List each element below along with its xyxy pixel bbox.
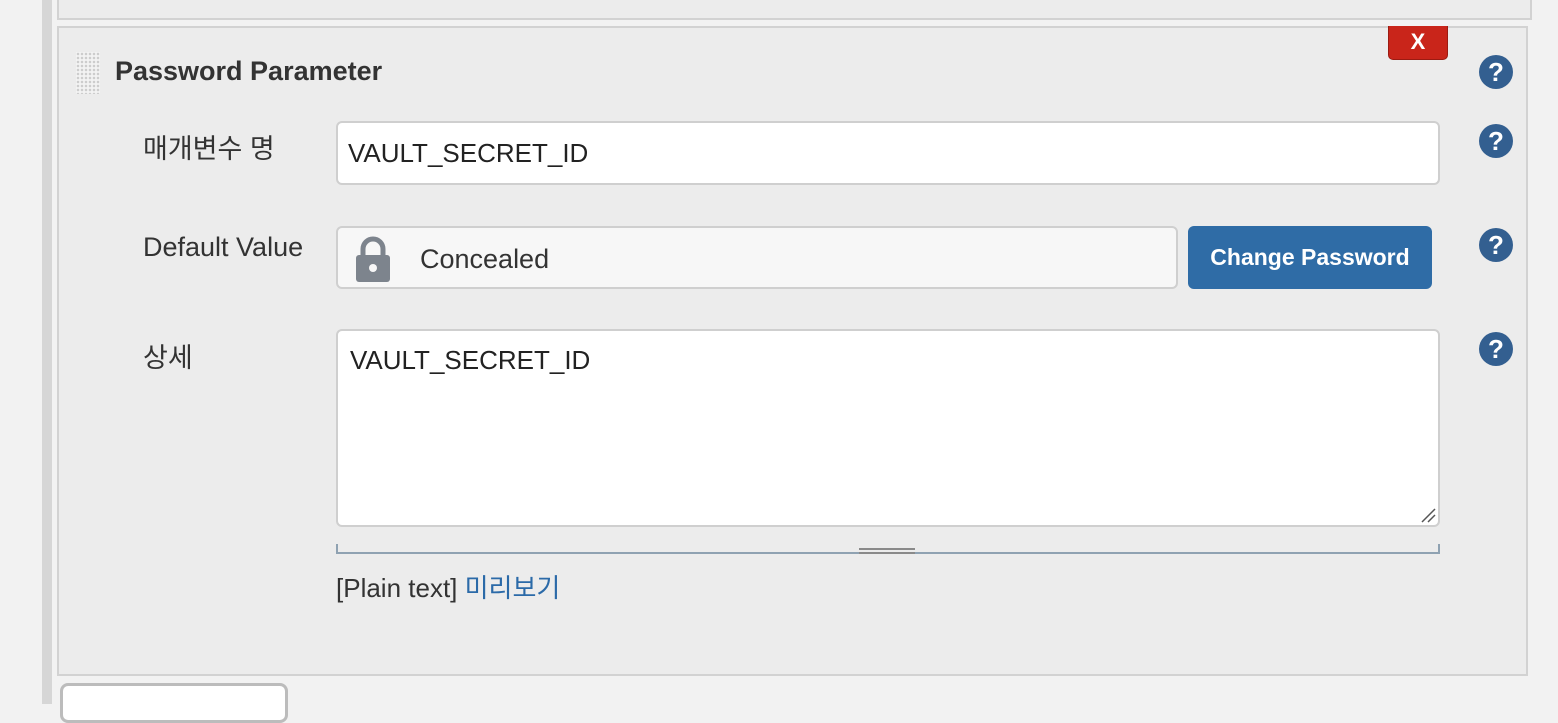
- description-textarea[interactable]: VAULT_SECRET_ID: [336, 329, 1440, 527]
- help-icon-description[interactable]: ?: [1479, 332, 1513, 366]
- format-text: [Plain text]: [336, 573, 458, 603]
- left-margin: [0, 0, 42, 704]
- left-border-bar: [42, 0, 52, 704]
- delete-parameter-button[interactable]: X: [1388, 26, 1448, 60]
- description-text: VAULT_SECRET_ID: [350, 345, 591, 375]
- preview-link[interactable]: 미리보기: [464, 573, 561, 603]
- concealed-password-field: Concealed: [336, 226, 1178, 289]
- add-parameter-button[interactable]: [60, 683, 288, 723]
- splitter-grip-icon[interactable]: [859, 548, 915, 554]
- description-label: 상세: [143, 343, 193, 373]
- resize-grip-icon[interactable]: [1418, 505, 1436, 523]
- drag-handle[interactable]: [76, 52, 100, 94]
- section-title: Password Parameter: [115, 56, 383, 86]
- parameter-name-input[interactable]: VAULT_SECRET_ID: [336, 121, 1440, 185]
- default-value-label: Default Value: [143, 232, 304, 262]
- help-icon-name[interactable]: ?: [1479, 124, 1513, 158]
- change-password-button[interactable]: Change Password: [1188, 226, 1432, 289]
- help-icon-default-value[interactable]: ?: [1479, 228, 1513, 262]
- help-icon-parameter[interactable]: ?: [1479, 55, 1513, 89]
- lock-icon: [356, 236, 390, 282]
- previous-parameter-panel: [57, 0, 1532, 20]
- name-label: 매개변수 명: [143, 134, 275, 164]
- markup-format-line: [Plain text] 미리보기: [336, 568, 560, 605]
- concealed-text: Concealed: [420, 244, 550, 274]
